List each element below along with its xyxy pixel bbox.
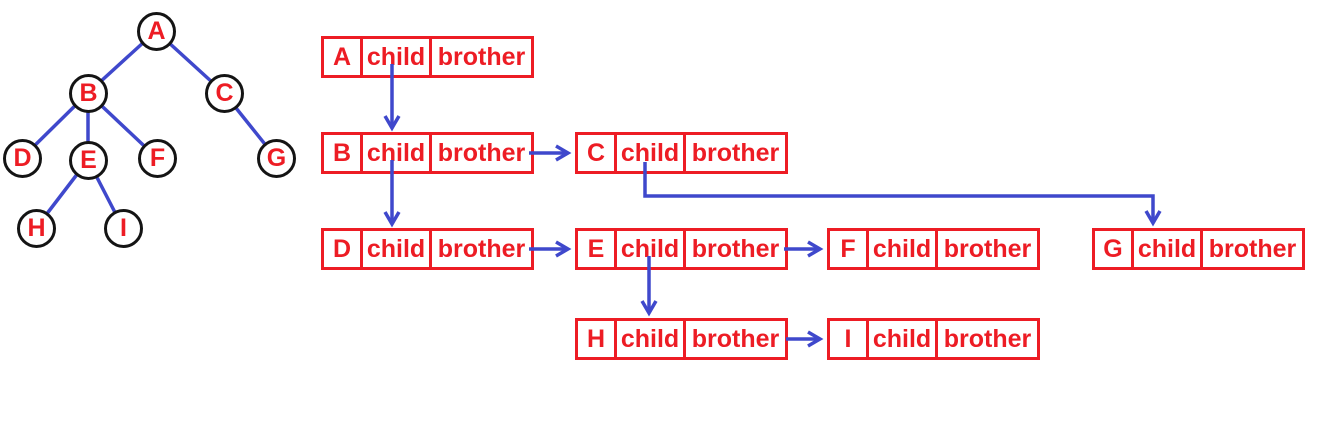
nodebox-D-child: child xyxy=(363,231,432,267)
nodebox-G: G child brother xyxy=(1092,228,1305,270)
nodebox-D-brother: brother xyxy=(437,234,526,263)
nodebox-E-letter: E xyxy=(578,231,617,267)
nodebox-B-brother: brother xyxy=(437,138,526,167)
nodebox-H-child: child xyxy=(617,321,686,357)
nodebox-I-letter: I xyxy=(830,321,869,357)
nodebox-A-brother: brother xyxy=(437,42,526,71)
nodebox-F: F child brother xyxy=(827,228,1040,270)
tree-node-B-label: B xyxy=(79,79,98,107)
nodebox-G-child: child xyxy=(1134,231,1203,267)
tree-node-H-label: H xyxy=(27,214,46,242)
nodebox-G-letter: G xyxy=(1095,231,1134,267)
nodebox-A: A child brother xyxy=(321,36,534,78)
nodebox-B-child: child xyxy=(363,135,432,171)
nodebox-H-brother: brother xyxy=(691,324,780,353)
tree-node-B: B xyxy=(69,74,108,113)
nodebox-A-child: child xyxy=(363,39,432,75)
nodebox-F-letter: F xyxy=(830,231,869,267)
nodebox-B: B child brother xyxy=(321,132,534,174)
tree-node-F: F xyxy=(138,139,177,178)
nodebox-B-letter: B xyxy=(324,135,363,171)
nodebox-I-brother: brother xyxy=(943,324,1032,353)
tree-node-I: I xyxy=(104,209,143,248)
nodebox-E-child: child xyxy=(617,231,686,267)
nodebox-E: E child brother xyxy=(575,228,788,270)
nodebox-F-child: child xyxy=(869,231,938,267)
nodebox-C: C child brother xyxy=(575,132,788,174)
nodebox-F-brother: brother xyxy=(943,234,1032,263)
tree-node-E: E xyxy=(69,141,108,180)
tree-node-F-label: F xyxy=(149,144,166,172)
nodebox-C-letter: C xyxy=(578,135,617,171)
nodebox-D-letter: D xyxy=(324,231,363,267)
nodebox-I: I child brother xyxy=(827,318,1040,360)
nodebox-E-brother: brother xyxy=(691,234,780,263)
tree-node-G-label: G xyxy=(266,144,287,172)
tree-node-I-label: I xyxy=(120,214,127,242)
nodebox-A-letter: A xyxy=(324,39,363,75)
nodebox-D: D child brother xyxy=(321,228,534,270)
nodebox-C-child: child xyxy=(617,135,686,171)
tree-node-C: C xyxy=(205,74,244,113)
tree-node-C-label: C xyxy=(215,79,234,107)
tree-node-A: A xyxy=(137,12,176,51)
tree-node-D: D xyxy=(3,139,42,178)
nodebox-I-child: child xyxy=(869,321,938,357)
nodebox-G-brother: brother xyxy=(1208,234,1297,263)
tree-node-H: H xyxy=(17,209,56,248)
nodebox-H-letter: H xyxy=(578,321,617,357)
nodebox-C-brother: brother xyxy=(691,138,780,167)
nodebox-H: H child brother xyxy=(575,318,788,360)
tree-node-E-label: E xyxy=(80,146,97,174)
tree-node-D-label: D xyxy=(13,144,32,172)
tree-node-A-label: A xyxy=(147,17,166,45)
tree-node-G: G xyxy=(257,139,296,178)
